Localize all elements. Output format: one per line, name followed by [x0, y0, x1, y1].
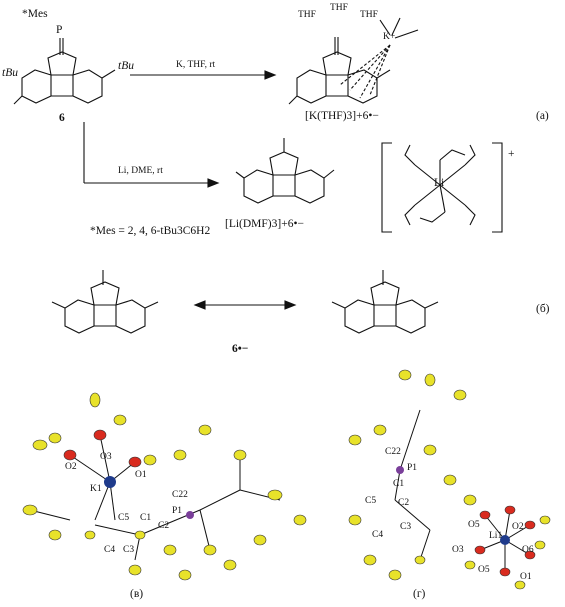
atom-p1-right: P1	[407, 463, 418, 473]
atom-p1-left: P1	[172, 506, 183, 516]
reaction-a-conditions: K, THF, rt	[176, 60, 216, 70]
reactant-mes-label: *Mes	[22, 8, 48, 20]
atom-c4-right: C4	[372, 530, 384, 540]
tbu-right-label: tBu	[118, 60, 134, 72]
lithium-product-structure	[235, 138, 335, 204]
resonance-label: 6•−	[232, 343, 249, 355]
atom-o5-right-bottom: O5	[478, 565, 490, 575]
atom-o3-left: O3	[100, 452, 112, 462]
reactant-p-label: P	[56, 24, 63, 36]
resonance-structure-left	[51, 270, 159, 334]
atom-c4-left: C4	[104, 545, 116, 555]
k-complex-ortep	[22, 392, 307, 581]
panel-a-label: (a)	[536, 110, 549, 122]
potassium-salt-label: [K(THF)3]+6•−	[305, 110, 379, 122]
atom-c5-right: C5	[365, 496, 377, 506]
atom-c2-left: C2	[158, 521, 170, 531]
mes-definition: *Mes = 2, 4, 6-tBu3C6H2	[90, 225, 211, 237]
li-atom-label: Li	[434, 177, 445, 189]
lithium-dme-complex	[381, 142, 503, 233]
panel-v-label: (в)	[130, 588, 144, 600]
atom-c1-left: C1	[140, 513, 152, 523]
tbu-left-label: tBu	[2, 67, 18, 79]
atom-o1-right: O1	[520, 572, 532, 582]
compound-number: 6	[59, 112, 65, 124]
plus-sign: +	[508, 148, 515, 160]
thf-label-2: THF	[330, 3, 348, 13]
atom-o2-left: O2	[65, 462, 77, 472]
atom-c3-left: C3	[123, 545, 135, 555]
atom-c1-right: C1	[393, 479, 405, 489]
potassium-product-structure	[288, 17, 419, 105]
atom-o5-right-top: O5	[468, 520, 480, 530]
atom-c22-right: C22	[385, 447, 401, 457]
lithium-salt-label: [Li(DMF)3]+6•−	[225, 218, 304, 230]
atom-o3-right: O3	[452, 545, 464, 555]
panel-g-label: (г)	[413, 588, 426, 600]
thf-label-1: THF	[298, 10, 316, 20]
reaction-b-conditions: Li, DME, rt	[118, 166, 163, 176]
atom-o1-left: O1	[135, 470, 147, 480]
panel-b-label: (б)	[536, 303, 550, 315]
atom-o2-right: O2	[512, 522, 524, 532]
crystal-structures	[22, 369, 551, 590]
reactant-structure	[13, 38, 116, 105]
li-complex-ortep	[348, 369, 551, 590]
k-plus-label: K+	[383, 32, 396, 42]
atom-k1: K1	[90, 484, 102, 494]
atom-c3-right: C3	[400, 522, 412, 532]
thf-label-3: THF	[360, 10, 378, 20]
reaction-scheme	[13, 17, 503, 334]
atom-c22-left: C22	[172, 490, 188, 500]
atom-c5-left: C5	[118, 513, 130, 523]
atom-o6-right: O6	[522, 545, 534, 555]
resonance-structure-right	[331, 270, 439, 334]
atom-c2-right: C2	[398, 498, 410, 508]
atom-li1: Li1	[489, 531, 503, 541]
